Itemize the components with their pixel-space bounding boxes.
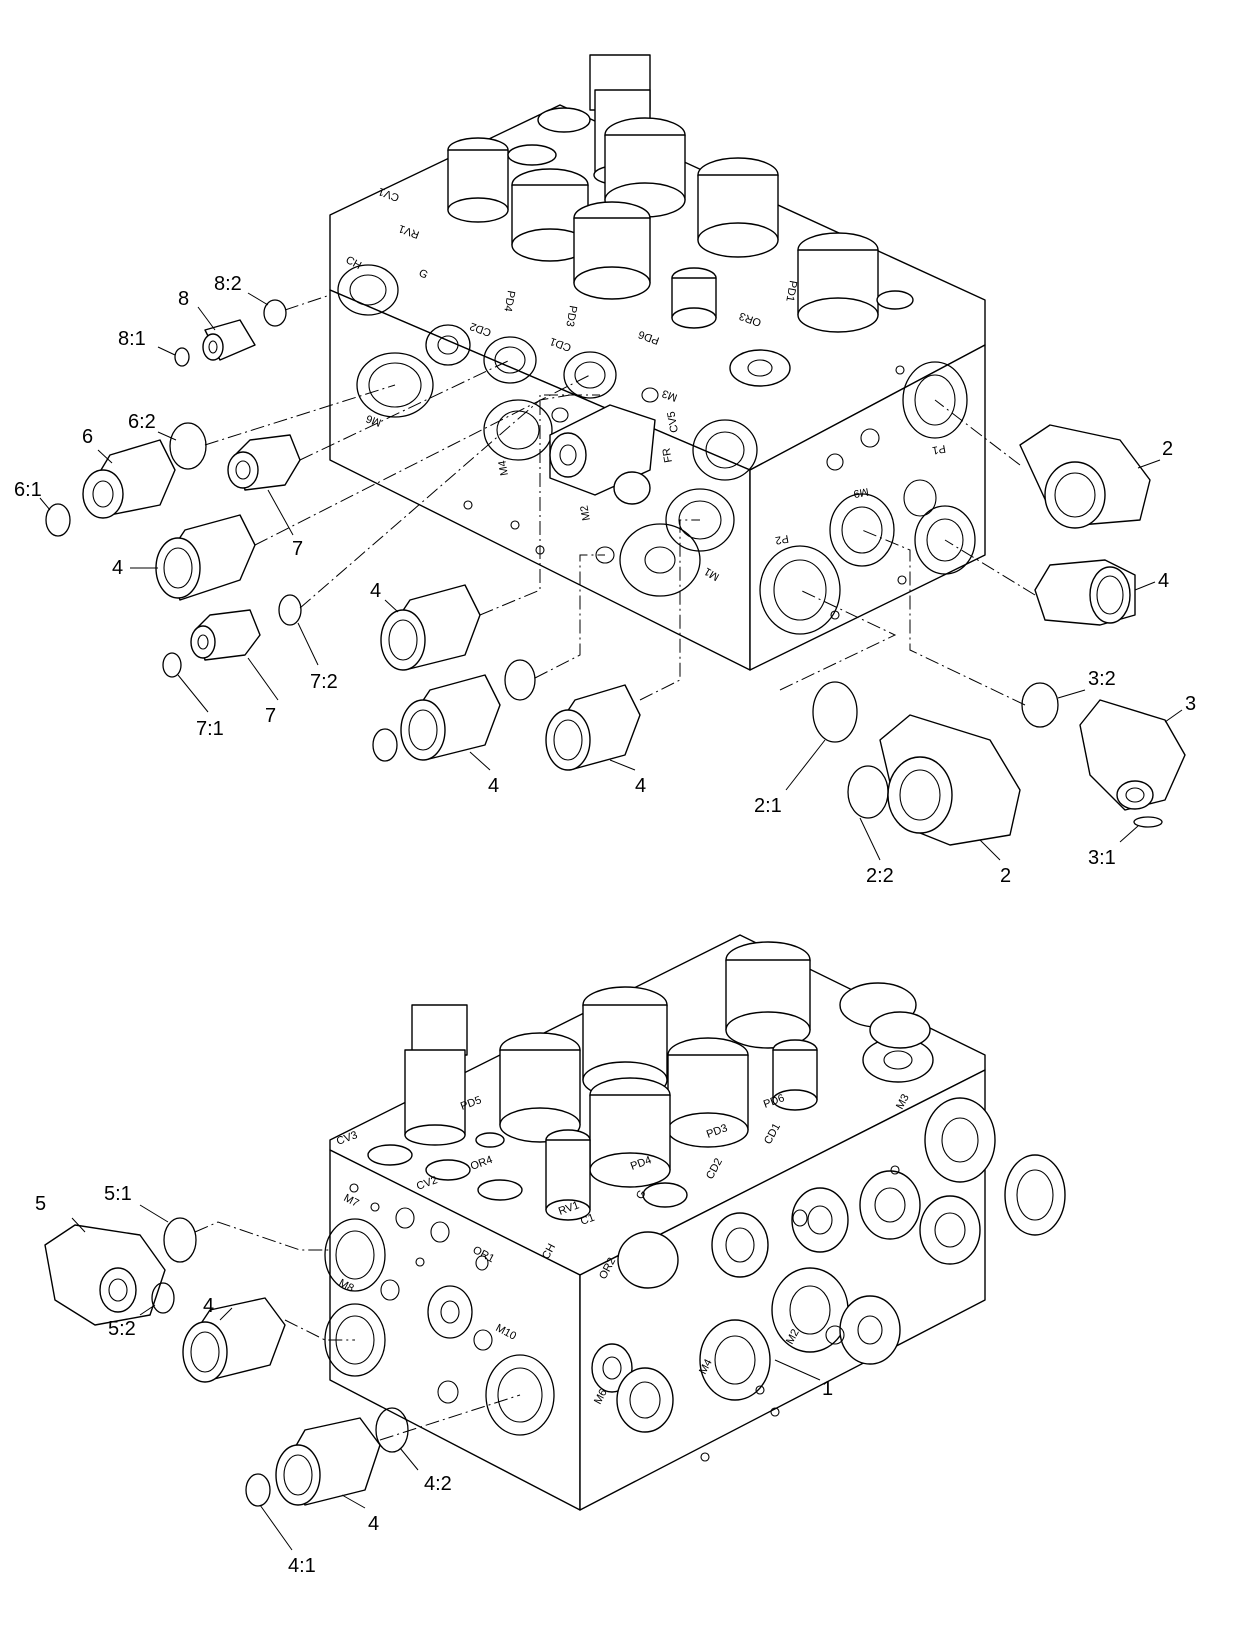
top-callouts: 8 8:2 8:1 6 6:2 6:1 4 7 7 7:1 7:2 4 4 4 … xyxy=(14,273,1196,887)
callout-4-lower-center: 4 xyxy=(488,775,499,797)
port-label-cv5: CV5 xyxy=(665,410,681,433)
top-valve-block: CH G M6 CD2 CD1 M4 M3 CV5 FR M2 M1 P2 M9… xyxy=(329,54,986,671)
callout-7-lower: 7 xyxy=(265,705,276,727)
fitting-7-lower xyxy=(190,609,261,661)
bottom-callouts: 5 5:1 5:2 4 4 4:2 4:1 1 xyxy=(35,1183,833,1577)
bottom-right-face-fittings xyxy=(591,1097,1066,1462)
fitting-2-upper xyxy=(1019,424,1151,529)
top-port-labels: CH G M6 CD2 CD1 M4 M3 CV5 FR M2 M1 P2 M9… xyxy=(344,185,947,583)
seal-3-1 xyxy=(1133,816,1163,828)
callout-8: 8 xyxy=(178,288,189,310)
callout-7-upper: 7 xyxy=(292,538,303,560)
seal-8-1 xyxy=(174,347,190,367)
seal-6-1 xyxy=(45,503,71,537)
callout-4-left: 4 xyxy=(112,557,123,579)
callout-6: 6 xyxy=(82,426,93,448)
bottom-solenoid xyxy=(404,1004,468,1146)
fitting-2-lower xyxy=(879,714,1021,846)
port-label-m9: M9 xyxy=(852,485,869,499)
fitting-4-bottom-lower xyxy=(275,1417,381,1506)
seal-8-2 xyxy=(263,299,287,327)
callout-8-1: 8:1 xyxy=(118,328,146,350)
fitting-4-bottom-right xyxy=(545,684,641,771)
seal-7-1 xyxy=(162,652,182,678)
callout-4-bottom-upper: 4 xyxy=(203,1295,214,1317)
port-label-p1: P1 xyxy=(931,442,946,456)
callout-2-lower: 2 xyxy=(1000,865,1011,887)
callout-7-2: 7:2 xyxy=(310,671,338,693)
seal-2-2 xyxy=(847,765,889,819)
fitting-7-upper xyxy=(227,434,301,491)
seal-5-1 xyxy=(163,1217,197,1263)
fitting-4-lower-center xyxy=(400,674,501,761)
port-label-m4: M4 xyxy=(496,459,510,476)
fitting-3 xyxy=(1079,699,1186,811)
top-right-face-ports xyxy=(759,361,976,635)
seal-2-1 xyxy=(812,681,858,743)
fitting-4-bottom-upper xyxy=(182,1297,286,1383)
callout-3-1: 3:1 xyxy=(1088,847,1116,869)
callout-5-2: 5:2 xyxy=(108,1318,136,1340)
callout-3-2: 3:2 xyxy=(1088,668,1116,690)
bottom-valve-block: M7 M8 M10 OR1 CH OR2 M6 M4 M2 CD2 CD1 G … xyxy=(324,934,1066,1511)
port-label-m2: M2 xyxy=(578,504,592,521)
seal-6-2 xyxy=(169,422,207,470)
seal-4-lower-center-1 xyxy=(372,728,398,762)
callout-7-1: 7:1 xyxy=(196,718,224,740)
callout-6-2: 6:2 xyxy=(128,411,156,433)
callout-4-bottom-lower: 4 xyxy=(368,1513,379,1535)
fitting-6 xyxy=(82,439,176,519)
callout-4-center: 4 xyxy=(370,580,381,602)
top-leaders xyxy=(39,292,1183,861)
callout-8-2: 8:2 xyxy=(214,273,242,295)
callout-4-2: 4:2 xyxy=(424,1473,452,1495)
callout-5: 5 xyxy=(35,1193,46,1215)
callout-6-1: 6:1 xyxy=(14,479,42,501)
bottom-fittings xyxy=(44,1217,409,1507)
port-label-m3: M3 xyxy=(661,387,679,404)
seal-7-2 xyxy=(278,594,302,626)
port-label-pd4: PD4 xyxy=(501,289,517,312)
callout-2-upper: 2 xyxy=(1162,438,1173,460)
fitting-4-left-upper xyxy=(155,514,256,601)
bottom-cartridge-caps xyxy=(367,941,934,1221)
port-label-pd1: PD1 xyxy=(783,279,799,302)
port-label-fr: FR xyxy=(661,447,675,464)
fitting-4-right xyxy=(1034,559,1136,626)
seal-4-1 xyxy=(245,1473,271,1507)
top-cartridge-caps xyxy=(447,107,914,387)
callout-4-right: 4 xyxy=(1158,570,1169,592)
callout-5-1: 5:1 xyxy=(104,1183,132,1205)
seal-4-lower-center-2 xyxy=(504,659,536,701)
port-label-c1: C1 xyxy=(579,1212,596,1228)
fitting-5 xyxy=(44,1224,166,1326)
seal-4-2 xyxy=(375,1407,409,1453)
port-label-p2: P2 xyxy=(774,532,789,546)
bottom-centerlines xyxy=(194,1221,521,1441)
callout-4-1: 4:1 xyxy=(288,1555,316,1577)
top-cv5-cartridge xyxy=(549,404,656,505)
top-fittings xyxy=(45,299,1186,846)
top-left-face-ports xyxy=(337,264,758,597)
port-label-m6: M6 xyxy=(365,412,383,429)
callout-3: 3 xyxy=(1185,693,1196,715)
port-label-pd3: PD3 xyxy=(563,304,579,327)
callout-2-2: 2:2 xyxy=(866,865,894,887)
callout-1: 1 xyxy=(822,1378,833,1400)
callout-2-1: 2:1 xyxy=(754,795,782,817)
top-centerlines xyxy=(204,294,1036,706)
callout-4-bottom-right: 4 xyxy=(635,775,646,797)
seal-5-2 xyxy=(151,1282,175,1314)
fitting-8 xyxy=(202,319,256,361)
seal-3-2 xyxy=(1021,682,1059,728)
bottom-leaders xyxy=(71,1204,821,1551)
fitting-4-center xyxy=(380,584,481,671)
